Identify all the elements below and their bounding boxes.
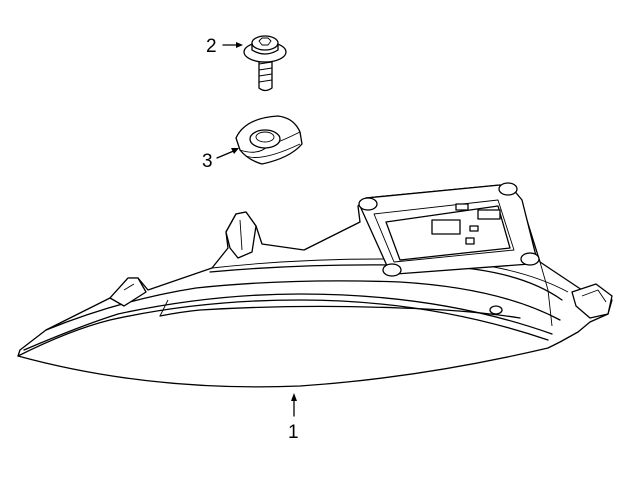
callout-1: 1 <box>288 422 299 443</box>
arrowhead-3 <box>231 148 239 154</box>
clip-nut-part <box>235 115 303 165</box>
arrowhead-2 <box>236 42 243 48</box>
arrowhead-1 <box>291 393 297 401</box>
bolt-part <box>243 35 287 92</box>
headlamp-part <box>17 182 613 388</box>
callout-2: 2 <box>206 36 217 57</box>
callout-3: 3 <box>202 151 213 172</box>
leader-lines <box>216 42 297 417</box>
